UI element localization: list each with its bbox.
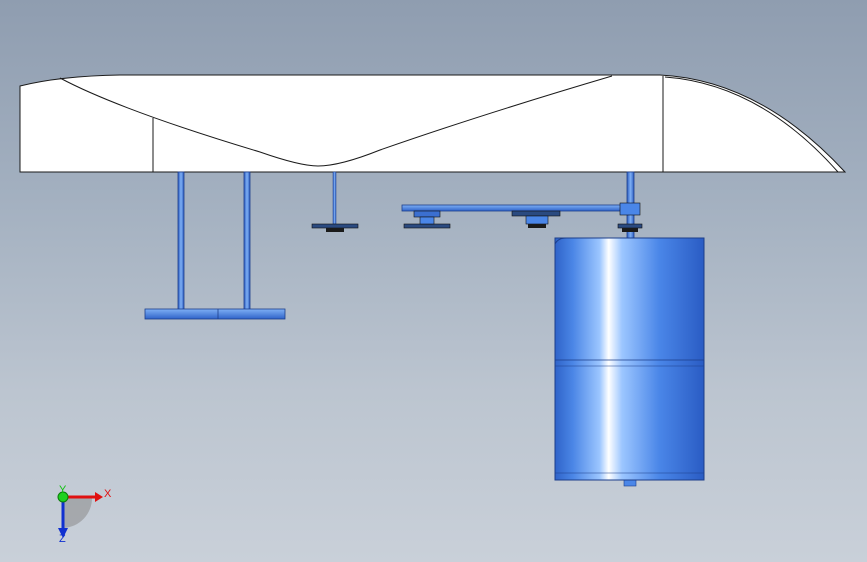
y-axis-dot <box>57 491 69 503</box>
pulley-left[interactable] <box>403 210 451 229</box>
y-axis-label: Y <box>59 484 67 496</box>
x-axis-label: X <box>104 488 112 500</box>
hull-body[interactable] <box>19 74 847 173</box>
motor-cylinder[interactable] <box>554 237 705 481</box>
t-frame-support[interactable] <box>144 171 286 320</box>
z-axis-label: Z <box>59 533 66 545</box>
axis-triad: X Y Z <box>57 484 112 545</box>
x-axis-arrowhead <box>95 492 103 502</box>
z-axis-arrowhead <box>58 528 68 538</box>
triad-shade <box>64 498 93 528</box>
center-shaft-pulley[interactable] <box>311 171 359 232</box>
pulley-middle[interactable] <box>511 210 561 228</box>
drive-arm[interactable] <box>401 204 639 212</box>
